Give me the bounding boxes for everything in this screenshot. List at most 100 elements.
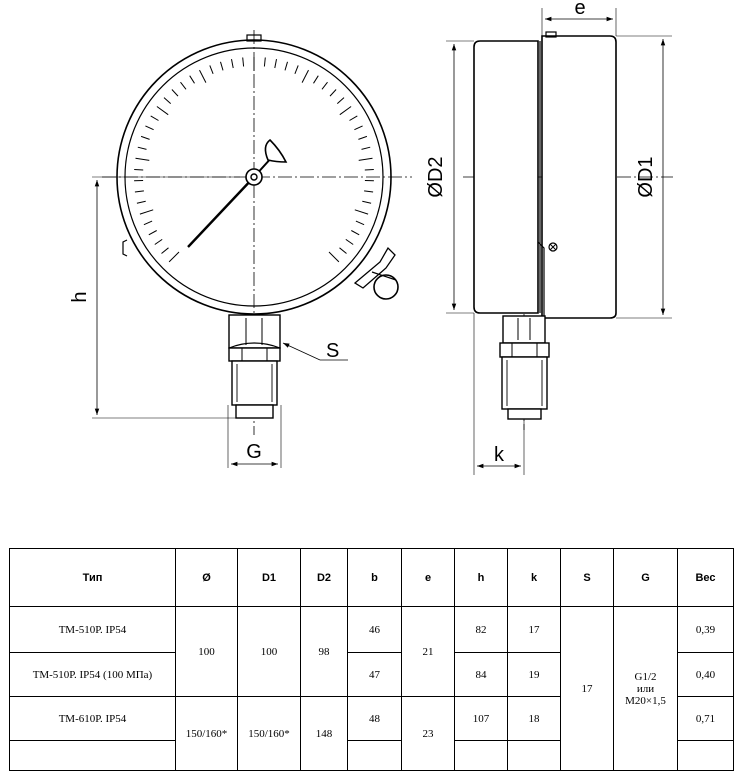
cell-type: ТМ-510Р. IP54 xyxy=(10,607,176,653)
cell-b: 46 xyxy=(348,607,402,653)
scale-tick xyxy=(135,191,144,192)
side-case-front xyxy=(542,36,616,318)
dim-label-h: h xyxy=(69,291,91,302)
side-thread xyxy=(502,357,547,409)
pointer-hub-outer xyxy=(246,169,262,185)
scale-tick xyxy=(314,76,319,84)
side-hex xyxy=(500,343,549,357)
dim-label-d1: ØD1 xyxy=(635,156,657,197)
g-line: или xyxy=(614,683,677,695)
front-thread xyxy=(232,361,277,405)
scale-tick xyxy=(221,62,224,71)
scale-tick xyxy=(295,65,298,73)
scale-tick xyxy=(354,126,362,130)
scale-tick xyxy=(162,248,169,254)
cell-h: 82 xyxy=(455,607,508,653)
cell-type: ТМ-610Р. IP54 xyxy=(10,697,176,741)
scale-tick xyxy=(340,248,347,254)
cell-h: 107 xyxy=(455,697,508,741)
scale-tick xyxy=(243,58,244,67)
spec-table: Тип Ø D1 D2 b e h k S G Вес ТМ-510Р. IP5… xyxy=(9,548,734,771)
cell-empty xyxy=(455,741,508,771)
scale-tick xyxy=(134,170,143,171)
front-hex xyxy=(229,348,280,361)
side-view xyxy=(446,8,673,475)
cell-s: 17 xyxy=(561,607,614,771)
scale-tick xyxy=(285,62,288,71)
s-leader xyxy=(283,343,320,360)
cell-empty xyxy=(678,741,734,771)
table-header-row: Тип Ø D1 D2 b e h k S G Вес xyxy=(10,549,734,607)
scale-tick xyxy=(169,252,179,262)
header-s: S xyxy=(561,549,614,607)
cell-k: 17 xyxy=(508,607,561,653)
scale-tick xyxy=(138,147,147,149)
cell-d1: 150/160* xyxy=(238,697,301,771)
scale-tick xyxy=(362,201,371,203)
pointer-counterweight xyxy=(265,140,286,162)
scale-tick xyxy=(151,116,159,121)
table-row: ТМ-510Р. IP54 100 100 98 46 21 82 17 17 … xyxy=(10,607,734,653)
cell-k: 18 xyxy=(508,697,561,741)
cell-weight: 0,40 xyxy=(678,653,734,697)
cell-e: 23 xyxy=(402,697,455,771)
scale-tick xyxy=(190,76,195,84)
scale-tick xyxy=(351,231,359,235)
scale-tick xyxy=(210,65,213,73)
header-h: h xyxy=(455,549,508,607)
scale-tick xyxy=(359,158,373,160)
header-g: G xyxy=(614,549,678,607)
header-b: b xyxy=(348,549,402,607)
g-line: M20×1,5 xyxy=(614,695,677,707)
cell-k: 19 xyxy=(508,653,561,697)
scale-tick xyxy=(302,70,308,83)
scale-tick xyxy=(145,126,153,130)
dim-label-g: G xyxy=(246,441,262,463)
scale-tick xyxy=(356,221,364,225)
header-d2: D2 xyxy=(301,549,348,607)
cell-empty xyxy=(10,741,176,771)
scale-tick xyxy=(340,107,351,115)
scale-tick xyxy=(362,147,371,149)
cell-d1: 100 xyxy=(238,607,301,697)
cell-d2: 148 xyxy=(301,697,348,771)
cell-diameter: 100 xyxy=(176,607,238,697)
dim-label-k: k xyxy=(494,444,505,466)
scale-tick xyxy=(144,221,152,225)
side-case-back xyxy=(474,41,538,313)
cell-empty xyxy=(508,741,561,771)
scale-tick xyxy=(358,136,367,139)
scale-tick xyxy=(322,82,328,89)
cell-e: 21 xyxy=(402,607,455,697)
dim-label-d2: ØD2 xyxy=(425,156,447,197)
scale-tick xyxy=(141,136,150,139)
cell-b: 47 xyxy=(348,653,402,697)
dim-label-e: e xyxy=(574,0,585,19)
scale-tick xyxy=(329,252,339,262)
header-weight: Вес xyxy=(678,549,734,607)
g-line: G1/2 xyxy=(614,671,677,683)
cell-empty xyxy=(348,741,402,771)
scale-tick xyxy=(155,239,162,244)
scale-tick xyxy=(172,90,178,97)
header-diameter: Ø xyxy=(176,549,238,607)
cell-b: 48 xyxy=(348,697,402,741)
front-thread-tip xyxy=(236,405,273,418)
scale-tick xyxy=(149,231,157,235)
vent-valve-nut xyxy=(374,275,398,299)
cell-d2: 98 xyxy=(301,607,348,697)
front-view xyxy=(92,30,412,468)
scale-tick xyxy=(264,58,265,67)
technical-drawing: h S G xyxy=(0,0,750,535)
cell-weight: 0,71 xyxy=(678,697,734,741)
scale-tick xyxy=(137,201,146,203)
side-neck xyxy=(503,316,545,343)
pointer-needle xyxy=(188,177,254,247)
scale-tick xyxy=(164,98,171,104)
cell-type: ТМ-510Р. IP54 (100 МПа) xyxy=(10,653,176,697)
side-thread-tip xyxy=(508,409,541,419)
scale-tick xyxy=(140,210,153,214)
front-side-lug xyxy=(123,240,127,256)
cell-h: 84 xyxy=(455,653,508,697)
scale-tick xyxy=(364,191,373,192)
